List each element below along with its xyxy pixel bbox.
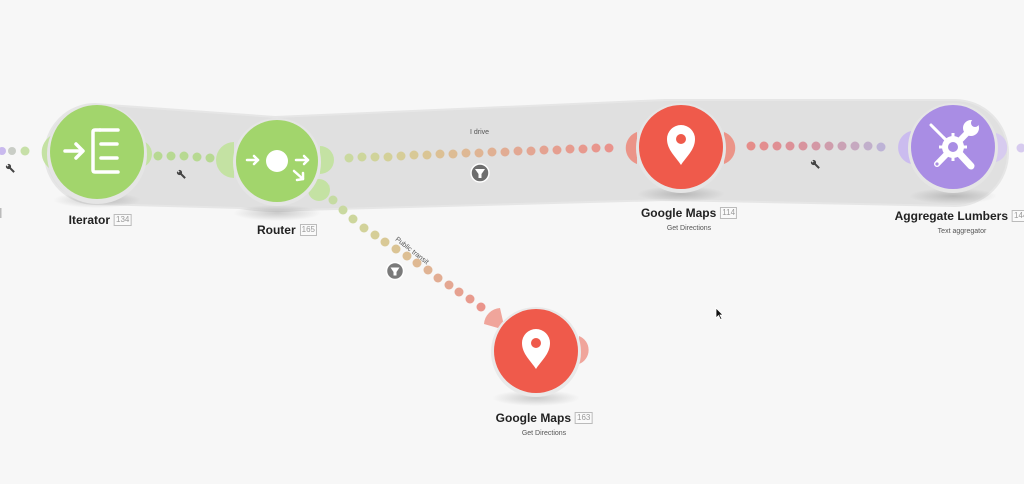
node-label-aggregate-lumbers: Aggregate Lumbers 144 Text aggregator (895, 207, 1024, 235)
aggregator-output-handle[interactable] (996, 133, 1008, 162)
maps114-output-handle[interactable] (724, 132, 736, 164)
node-id-badge: 134 (113, 214, 132, 226)
node-subtitle: Get Directions (521, 430, 567, 437)
node-subtitle: Get Directions (666, 225, 712, 232)
filter-icon (475, 169, 485, 178)
node-iterator[interactable] (41, 104, 152, 208)
router-output-handle[interactable] (320, 146, 334, 174)
wrench-icon[interactable] (175, 168, 187, 180)
wrench-icon[interactable] (809, 158, 821, 170)
node-id-badge: 114 (720, 207, 738, 219)
node-name: Iterator (68, 213, 110, 227)
node-label-iterator: Iterator 134 (69, 211, 132, 229)
router-input-handle[interactable] (216, 142, 234, 178)
route-public-transit-link[interactable] (328, 195, 486, 312)
map-pin-icon (522, 329, 550, 369)
maps163-output-handle[interactable] (579, 336, 589, 364)
node-id-badge: 144 (1012, 210, 1024, 222)
node-id-badge: 165 (299, 224, 318, 236)
node-label-google-maps-163: Google Maps 163 Get Directions (496, 409, 593, 437)
filter-public-transit[interactable] (385, 261, 405, 281)
outgoing-link-dot (1016, 143, 1024, 153)
filter-i-drive[interactable] (470, 163, 490, 183)
iterator-icon (63, 128, 120, 174)
node-label-router: Router 165 (256, 221, 318, 239)
node-name: Aggregate Lumbers (894, 209, 1008, 223)
wrench-icon[interactable] (4, 162, 16, 174)
selection-band (44, 99, 1009, 213)
router-hub (266, 150, 288, 172)
route-i-drive-link[interactable] (344, 143, 614, 163)
arrow-cursor-icon (715, 307, 724, 321)
node-aggregate-lumbers[interactable] (898, 103, 1008, 204)
node-google-maps-163[interactable] (484, 307, 589, 406)
node-name: Google Maps (495, 411, 571, 425)
offscreen-node-id-badge (0, 208, 2, 218)
link-iterator-router[interactable] (153, 151, 215, 163)
maps114-input-handle[interactable] (625, 132, 637, 164)
node-name: Google Maps (640, 206, 717, 220)
maps163-input-handle[interactable] (484, 308, 505, 330)
aggregator-input-handle[interactable] (898, 131, 911, 164)
tools-icon (929, 119, 979, 170)
router-icon (245, 154, 310, 182)
incoming-link-dots (0, 146, 30, 156)
map-pin-icon (667, 125, 695, 165)
node-label-google-maps-114: Google Maps 114 Get Directions (640, 204, 738, 232)
link-maps-aggregator[interactable] (746, 141, 886, 152)
filter-icon (390, 267, 400, 276)
node-google-maps-114[interactable] (625, 103, 736, 202)
node-router[interactable] (216, 118, 334, 221)
route-label-i-drive: I drive (470, 129, 490, 136)
node-id-badge: 163 (574, 412, 593, 424)
node-subtitle: Text aggregator (937, 228, 987, 235)
node-name: Router (256, 223, 296, 237)
